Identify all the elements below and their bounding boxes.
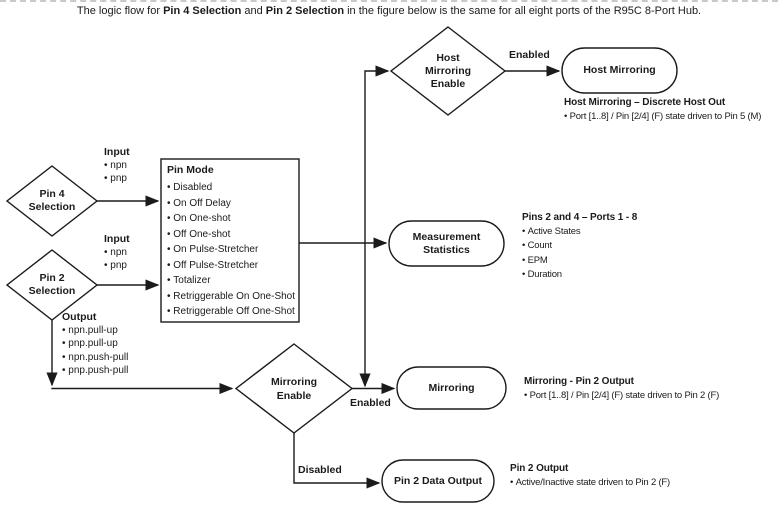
mirroring-label: Mirroring (397, 367, 506, 409)
note-heading: Host Mirroring – Discrete Host Out (564, 97, 726, 108)
figure-caption: The logic flow for Pin 4 Selection and P… (0, 4, 778, 18)
host-mirroring-pill (561, 47, 678, 94)
pin-mode-item: Retriggerable On One-Shot (167, 289, 297, 305)
scan-edge-artifact (0, 0, 778, 2)
pin2-data-output-pill (381, 459, 495, 503)
pin-mode-item: Off One-shot (167, 227, 297, 243)
pin-mode-item: On One-shot (167, 211, 297, 227)
note-item: Port [1..8] / Pin [2/4] (F) state driven… (524, 389, 720, 403)
label-line: Mirroring (428, 381, 475, 394)
pin4-selection-diamond (5, 165, 99, 237)
label-line: Mirroring (424, 65, 472, 77)
label-line: Selection (28, 201, 76, 213)
measurement-statistics-pill (388, 220, 505, 267)
annotation-item: npn.push-pull (62, 351, 128, 364)
arrow-disabled-to-pin2-data-output (293, 433, 381, 489)
annotation-item: pnp.pull-up (62, 337, 128, 350)
pin-mode-item: Totalizer (167, 273, 297, 289)
label-line: Pin 2 Data Output (393, 474, 483, 487)
label-line: Measurement (412, 230, 481, 243)
annotation-item: pnp (104, 172, 130, 185)
disabled-label: Disabled (298, 464, 342, 476)
label-line: Enable (276, 390, 312, 402)
pin-mode-list: Pin Mode Disabled On Off Delay On One-sh… (167, 164, 297, 320)
host-mirroring-label: Host Mirroring (562, 48, 677, 93)
mirroring-note: Mirroring - Pin 2 Output Port [1..8] / P… (524, 375, 719, 402)
pin4-selection-label: Pin 4 Selection (7, 188, 97, 214)
label-line: Mirroring (270, 376, 318, 388)
note-item: Duration (522, 268, 637, 282)
enabled-label-mirroring: Enabled (350, 397, 391, 409)
note-item: Active States (522, 225, 637, 239)
annotation-item: npn (104, 246, 130, 259)
label-line: Pin 2 (39, 272, 65, 284)
annotation-item: npn (104, 159, 130, 172)
note-item: Port [1..8] / Pin [2/4] (F) state driven… (564, 110, 762, 124)
caption-text: The logic flow for (76, 5, 164, 17)
pin-mode-item: Off Pulse-Stretcher (167, 258, 297, 274)
mirroring-enable-label: Mirroring Enable (236, 375, 352, 403)
pin2-input-annotation: Input npn pnp (104, 233, 130, 273)
annotation-heading: Input (104, 233, 130, 245)
pin-mode-heading: Pin Mode (167, 164, 214, 176)
annotation-item: pnp.push-pull (62, 364, 128, 377)
caption-text: in the figure below is the same for all … (344, 5, 702, 17)
pin4-input-annotation: Input npn pnp (104, 146, 130, 186)
pin-mode-item: Disabled (167, 180, 297, 196)
label-line: Host Mirroring (583, 64, 656, 76)
annotation-heading: Input (104, 146, 130, 158)
measurement-note: Pins 2 and 4 – Ports 1 - 8 Active States… (522, 211, 637, 282)
annotation-heading: Output (62, 311, 97, 323)
pin-mode-item: Retriggerable Off One-Shot (167, 304, 297, 320)
pin-mode-item: On Off Delay (167, 196, 297, 212)
annotation-item: pnp (104, 259, 130, 272)
note-item: EPM (522, 254, 637, 268)
enabled-label-host-mirroring: Enabled (509, 49, 550, 61)
pin2-output-annotation: Output npn.pull-up pnp.pull-up npn.push-… (62, 311, 128, 377)
label-line: Pin 4 (39, 188, 65, 200)
measurement-statistics-label: Measurement Statistics (389, 221, 504, 266)
note-item: Active/Inactive state driven to Pin 2 (F… (510, 476, 671, 490)
mirroring-pill (396, 366, 507, 410)
note-item: Count (522, 239, 637, 253)
pin-mode-item: On Pulse-Stretcher (167, 242, 297, 258)
host-mirroring-note: Host Mirroring – Discrete Host Out Port … (564, 96, 761, 123)
caption-bold-pin2: Pin 2 Selection (265, 5, 345, 17)
annotation-item: npn.pull-up (62, 324, 128, 337)
pin2-selection-label: Pin 2 Selection (7, 272, 97, 298)
note-heading: Pin 2 Output (510, 463, 569, 474)
label-line: Enable (430, 78, 466, 90)
label-line: Host (436, 52, 460, 64)
caption-bold-pin4: Pin 4 Selection (163, 5, 242, 17)
arrow-trunk-to-host-mirroring-enable (364, 65, 390, 243)
pin2-output-note: Pin 2 Output Active/Inactive state drive… (510, 462, 670, 489)
note-heading: Mirroring - Pin 2 Output (524, 376, 634, 387)
note-heading: Pins 2 and 4 – Ports 1 - 8 (522, 212, 638, 223)
caption-text: and (241, 5, 266, 17)
pin2-data-output-label: Pin 2 Data Output (382, 460, 494, 502)
label-line: Selection (28, 285, 76, 297)
host-mirroring-enable-diamond (389, 26, 507, 116)
host-mirroring-enable-label: Host Mirroring Enable (391, 52, 505, 91)
pin-mode-box (160, 158, 300, 323)
label-line: Statistics (423, 243, 470, 256)
